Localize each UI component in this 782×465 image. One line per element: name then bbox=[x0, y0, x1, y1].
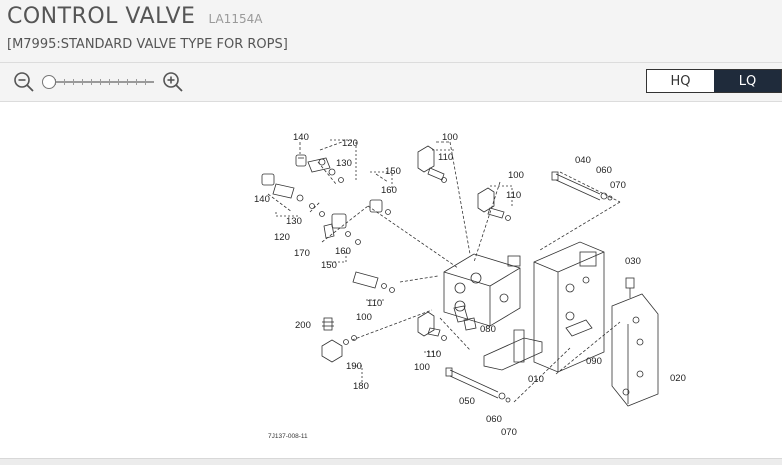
zoom-in-icon[interactable] bbox=[161, 70, 185, 94]
fitting-140-upper bbox=[295, 154, 307, 167]
callout-110-right[interactable]: 110 bbox=[506, 190, 521, 201]
bolt-040 bbox=[551, 171, 613, 201]
bolt-050 bbox=[445, 367, 511, 403]
zoom-slider-ticks bbox=[46, 79, 154, 85]
viewer-toolbar: HQ LQ bbox=[0, 63, 782, 102]
callout-100-mid[interactable]: 100 bbox=[356, 312, 372, 323]
fitting-100-upper bbox=[417, 145, 447, 183]
callout-030[interactable]: 030 bbox=[625, 256, 641, 267]
callout-labels: 140 120 130 140 130 120 100 110 150 160 … bbox=[254, 132, 686, 440]
fitting-140-lower bbox=[261, 173, 275, 186]
callout-060-upper[interactable]: 060 bbox=[596, 165, 612, 176]
zoom-slider[interactable] bbox=[42, 73, 156, 91]
fitting-110-mid bbox=[352, 271, 395, 293]
callout-090[interactable]: 090 bbox=[586, 356, 602, 367]
fitting-150-lower bbox=[323, 213, 361, 245]
fitting-200 bbox=[322, 317, 334, 331]
zoom-out-icon[interactable] bbox=[12, 70, 36, 94]
parts-diagram-svg: 140 120 130 140 130 120 100 110 150 160 … bbox=[254, 132, 686, 440]
callout-070-upper[interactable]: 070 bbox=[610, 180, 626, 191]
title-row: CONTROL VALVE LA1154A bbox=[7, 4, 262, 29]
callout-130-lower[interactable]: 130 bbox=[286, 216, 302, 227]
bottom-scrollbar[interactable] bbox=[0, 458, 782, 465]
callout-050[interactable]: 050 bbox=[459, 396, 475, 407]
callout-200[interactable]: 200 bbox=[295, 320, 311, 331]
callout-100-lower[interactable]: 100 bbox=[414, 362, 430, 373]
callout-120-upper[interactable]: 120 bbox=[342, 138, 358, 149]
callout-010[interactable]: 010 bbox=[528, 374, 544, 385]
callout-060-lower[interactable]: 060 bbox=[486, 414, 502, 425]
callout-170[interactable]: 170 bbox=[294, 248, 310, 259]
control-valve-body-080 bbox=[443, 253, 521, 331]
fitting-110-lower bbox=[417, 311, 447, 341]
fitting-120-upper bbox=[307, 157, 344, 183]
page-subtitle: [M7995:STANDARD VALVE TYPE FOR ROPS] bbox=[7, 37, 288, 52]
shaft-010 bbox=[483, 329, 543, 371]
zoom-slider-thumb[interactable] bbox=[42, 75, 56, 89]
page-header: CONTROL VALVE LA1154A [M7995:STANDARD VA… bbox=[0, 0, 782, 63]
callout-140-upper[interactable]: 140 bbox=[293, 132, 309, 143]
callout-180[interactable]: 180 bbox=[353, 381, 369, 392]
callout-080[interactable]: 080 bbox=[480, 324, 496, 335]
callout-110-lower[interactable]: 110 bbox=[426, 349, 441, 360]
fitting-190 bbox=[321, 335, 357, 363]
callout-070-lower[interactable]: 070 bbox=[501, 427, 517, 438]
fitting-150-upper bbox=[369, 199, 391, 215]
quality-lq-button[interactable]: LQ bbox=[714, 70, 781, 92]
quality-toggle: HQ LQ bbox=[646, 69, 782, 93]
callout-190[interactable]: 190 bbox=[346, 361, 362, 372]
drawing-code: 7J137-008-11 bbox=[268, 433, 308, 440]
fitting-120-lower bbox=[272, 183, 325, 217]
callout-140-lower[interactable]: 140 bbox=[254, 194, 270, 205]
callout-020[interactable]: 020 bbox=[670, 373, 686, 384]
part-code: LA1154A bbox=[208, 12, 263, 26]
bracket-090 bbox=[533, 241, 605, 373]
callout-100-upper[interactable]: 100 bbox=[442, 132, 458, 143]
quality-hq-button[interactable]: HQ bbox=[647, 70, 714, 92]
callout-120-lower[interactable]: 120 bbox=[274, 232, 290, 243]
callout-130-upper[interactable]: 130 bbox=[336, 158, 352, 169]
callout-110-mid[interactable]: 110 bbox=[367, 298, 382, 309]
callout-040[interactable]: 040 bbox=[575, 155, 591, 166]
guide-lines bbox=[267, 141, 621, 403]
bracket-020 bbox=[611, 293, 659, 407]
callout-160-upper[interactable]: 160 bbox=[381, 185, 397, 196]
callout-brackets bbox=[275, 139, 513, 384]
bolt-030 bbox=[625, 277, 635, 298]
callout-150-lower[interactable]: 150 bbox=[321, 260, 337, 271]
page-title: CONTROL VALVE bbox=[7, 4, 196, 29]
parts-diagram[interactable]: 140 120 130 140 130 120 100 110 150 160 … bbox=[0, 102, 782, 458]
callout-160-lower[interactable]: 160 bbox=[335, 246, 351, 257]
callout-150-upper[interactable]: 150 bbox=[385, 166, 401, 177]
callout-110-upper[interactable]: 110 bbox=[438, 152, 453, 163]
fitting-100-right bbox=[477, 187, 511, 221]
callout-100-right[interactable]: 100 bbox=[508, 170, 524, 181]
